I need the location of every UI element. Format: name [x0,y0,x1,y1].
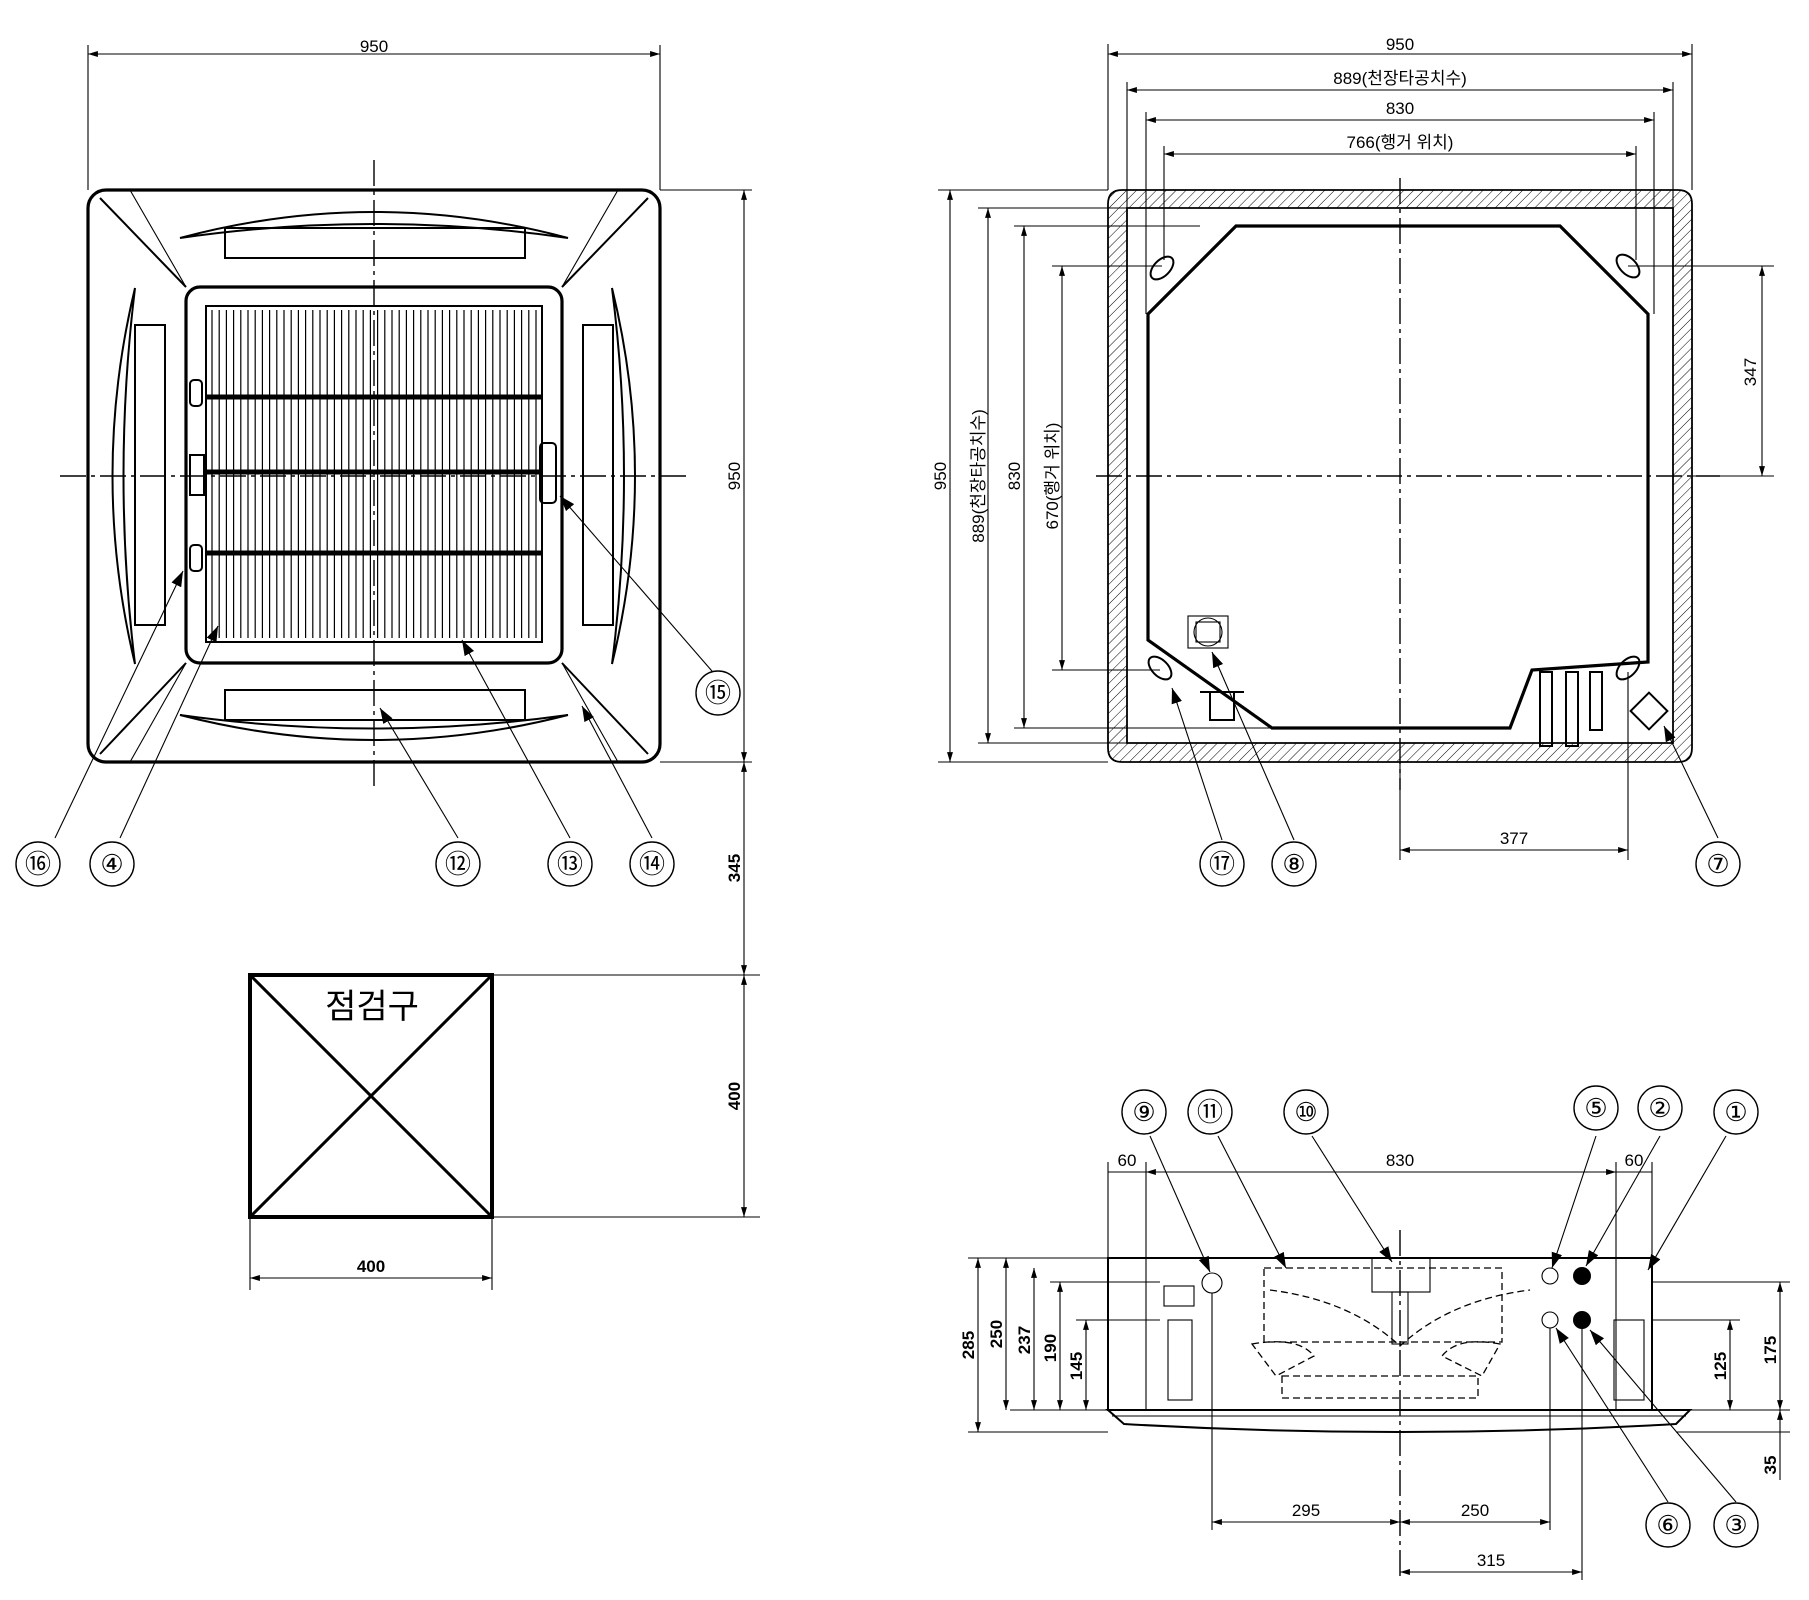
inspection-port: 점검구 345 400 400 [248,762,760,1290]
side-top-830: 830 [1386,1151,1414,1170]
balloon-14: ⑭ [639,849,665,879]
balloon-16: ⑯ [25,849,51,879]
balloon-9: ⑨ [1132,1097,1155,1127]
ceiling-height-889: 889(천장타공치수) [969,409,988,543]
side-b-250: 250 [1461,1501,1489,1520]
top-view-panel: 950 950 [60,37,752,790]
ceiling-width-766: 766(행거 위치) [1347,133,1454,152]
balloon-8: ⑧ [1282,849,1305,879]
balloon-17: ⑰ [1209,849,1235,879]
ceiling-height-950: 950 [931,462,950,490]
inspection-width-dim: 400 [357,1257,385,1276]
ceiling-height-830: 830 [1005,462,1024,490]
side-h-35: 35 [1761,1456,1780,1475]
ceiling-width-830: 830 [1386,99,1414,118]
side-view-balloons: ⑨ ⑪ ⑩ ⑤ ② ① ⑥ ③ [1121,1085,1759,1548]
ceiling-dim-347: 347 [1741,358,1760,386]
inspection-port-label: 점검구 [325,987,419,1027]
inspection-height-dim: 400 [725,1082,744,1110]
side-h-145: 145 [1067,1352,1086,1380]
side-h-285: 285 [959,1331,978,1359]
side-b-295: 295 [1292,1501,1320,1520]
balloon-12: ⑫ [445,849,471,879]
balloon-5: ⑤ [1584,1093,1607,1123]
ceiling-view-balloons: ⑰ ⑧ ⑦ [1171,651,1741,887]
drop-dim-345: 345 [725,854,744,882]
side-h-175: 175 [1761,1336,1780,1364]
balloon-15: ⑮ [705,678,731,708]
balloon-6: ⑥ [1656,1510,1679,1540]
balloon-2: ② [1648,1093,1671,1123]
side-h-250: 250 [987,1320,1006,1348]
balloon-7: ⑦ [1706,849,1729,879]
side-right-60: 60 [1625,1151,1644,1170]
ceiling-view: 950 889(천장타공치수) 830 766(행거 위치) 950 889(천… [931,35,1774,860]
side-b-315: 315 [1477,1551,1505,1570]
balloon-4: ④ [100,849,123,879]
side-left-60: 60 [1118,1151,1137,1170]
side-h-190: 190 [1041,1334,1060,1362]
balloon-10: ⑩ [1294,1097,1317,1127]
balloon-3: ③ [1724,1510,1747,1540]
ceiling-height-670: 670(행거 위치) [1043,423,1062,530]
top-view-balloons: ⑯ ④ ⑫ ⑬ ⑭ ⑮ [15,495,741,887]
ceiling-width-889: 889(천장타공치수) [1333,69,1467,88]
top-width-dim: 950 [360,37,388,56]
balloon-13: ⑬ [557,849,583,879]
side-h-237: 237 [1015,1326,1034,1354]
top-height-dim: 950 [725,462,744,490]
drain-pump [1187,615,1229,649]
balloon-11: ⑪ [1197,1097,1223,1127]
balloon-1: ① [1724,1097,1747,1127]
ceiling-dim-377: 377 [1500,829,1528,848]
ceiling-width-950: 950 [1386,35,1414,54]
side-h-125: 125 [1711,1352,1730,1380]
